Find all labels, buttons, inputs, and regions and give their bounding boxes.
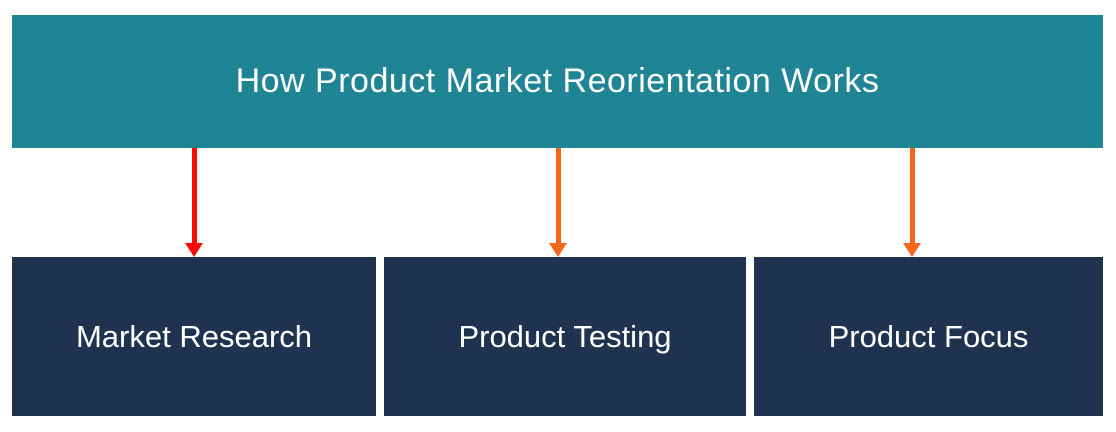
arrow-head	[549, 243, 567, 257]
diagram-title: How Product Market Reorientation Works	[235, 62, 880, 100]
arrow-shaft	[555, 148, 561, 243]
arrow-head	[903, 243, 921, 257]
arrow-shaft	[909, 148, 915, 243]
down-arrow-icon	[185, 148, 203, 257]
step-label: Product Testing	[458, 318, 672, 354]
title-banner: How Product Market Reorientation Works	[12, 15, 1103, 148]
down-arrow-icon	[903, 148, 921, 257]
down-arrow-icon	[549, 148, 567, 257]
step-label: Market Research	[75, 318, 313, 354]
step-box-product-testing: Product Testing	[384, 257, 746, 416]
arrow-shaft	[191, 148, 197, 243]
arrow-head	[185, 243, 203, 257]
step-box-product-focus: Product Focus	[754, 257, 1103, 416]
step-box-market-research: Market Research	[12, 257, 376, 416]
step-label: Product Focus	[828, 318, 1029, 354]
